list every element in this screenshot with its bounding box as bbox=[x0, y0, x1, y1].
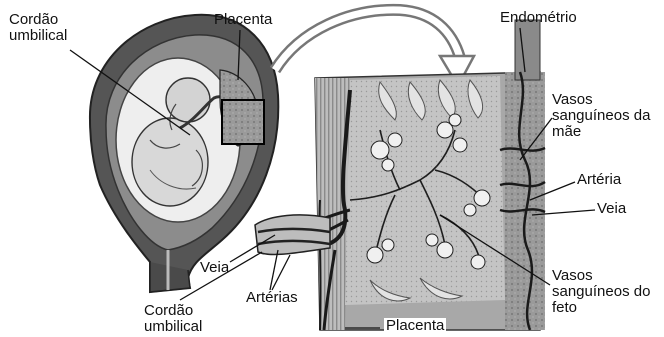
label-vasos-sanguineos-feto: Vasos sanguíneos do feto bbox=[552, 268, 650, 316]
label-cordao-line2: umbilical bbox=[9, 28, 67, 44]
label-endometrio: Endométrio bbox=[500, 10, 577, 26]
label-veia-left: Veia bbox=[200, 260, 229, 276]
label-arteria: Artéria bbox=[577, 172, 621, 188]
label-placenta-bottom: Placenta bbox=[384, 318, 446, 334]
label-cordao-umbilical-bottom: Cordão umbilical bbox=[144, 303, 202, 335]
label-cordao-umbilical-top: Cordão umbilical bbox=[9, 12, 67, 44]
leader-arterias-b bbox=[272, 255, 290, 290]
label-vasos-feto-line1: Vasos bbox=[552, 268, 650, 284]
label-cordao-bottom-line1: Cordão bbox=[144, 303, 202, 319]
umbilical-cord-section bbox=[255, 215, 330, 255]
label-veia-right: Veia bbox=[597, 201, 626, 217]
label-cordao-line1: Cordão bbox=[9, 12, 67, 28]
label-vasos-feto-line2: sanguíneos do bbox=[552, 284, 650, 300]
label-vasos-mae-line3: mãe bbox=[552, 124, 650, 140]
label-vasos-mae-line1: Vasos bbox=[552, 92, 650, 108]
label-vasos-feto-line3: feto bbox=[552, 300, 650, 316]
label-vasos-sanguineos-mae: Vasos sanguíneos da mãe bbox=[552, 92, 650, 140]
label-cordao-bottom-line2: umbilical bbox=[144, 319, 202, 335]
zoom-box bbox=[222, 100, 264, 144]
label-arterias: Artérias bbox=[246, 290, 298, 306]
leader-arterias-a bbox=[270, 250, 278, 290]
placenta-cross-section bbox=[255, 20, 545, 330]
label-placenta-top: Placenta bbox=[214, 12, 272, 28]
label-vasos-mae-line2: sanguíneos da bbox=[552, 108, 650, 124]
